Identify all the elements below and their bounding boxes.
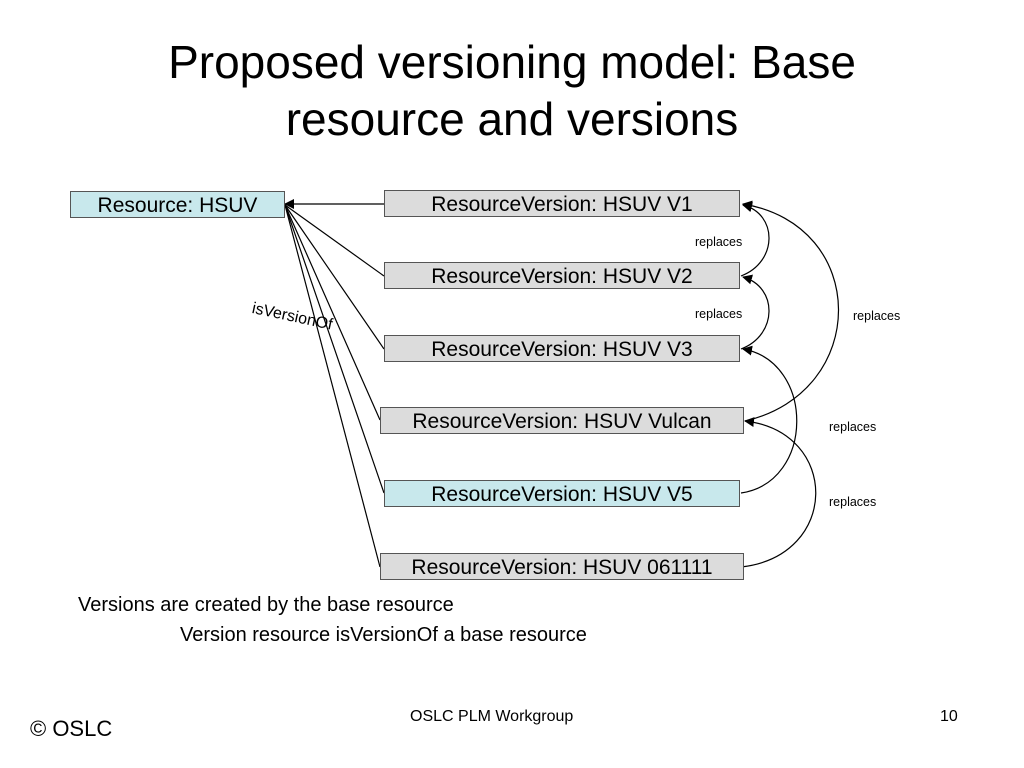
isversionof-line-061111 bbox=[284, 204, 381, 568]
isversionof-line-v3 bbox=[284, 204, 385, 350]
base-resource-box: Resource: HSUV bbox=[70, 191, 285, 218]
slide-title: Proposed versioning model: Base resource… bbox=[0, 34, 1024, 148]
version-box-v2: ResourceVersion: HSUV V2 bbox=[384, 262, 740, 289]
page-number: 10 bbox=[940, 708, 958, 725]
isversionof-line-v5 bbox=[284, 204, 385, 494]
replaces-label-vulcan-v1: replaces bbox=[853, 309, 901, 323]
replaces-arc-v2-v1 bbox=[740, 202, 770, 277]
isversionof-line-vulcan bbox=[284, 204, 381, 421]
replaces-arc-v3-v2 bbox=[740, 274, 770, 350]
version-box-v5: ResourceVersion: HSUV V5 bbox=[384, 480, 740, 507]
copyright: © OSLC bbox=[30, 716, 113, 741]
note-line-1: Versions are created by the base resourc… bbox=[78, 594, 454, 616]
footer-center: OSLC PLM Workgroup bbox=[410, 708, 574, 725]
replaces-arc-061111-vulcan bbox=[740, 417, 817, 568]
isversionof-line-v2 bbox=[284, 204, 385, 277]
replaces-label-v2-v1: replaces bbox=[695, 235, 743, 249]
version-box-v3: ResourceVersion: HSUV V3 bbox=[384, 335, 740, 362]
replaces-label-v3-v2: replaces bbox=[695, 307, 743, 321]
version-box-061111: ResourceVersion: HSUV 061111 bbox=[380, 553, 744, 580]
title-line-1: Proposed versioning model: Base bbox=[168, 36, 856, 88]
replaces-label-v5-v3: replaces bbox=[829, 420, 877, 434]
replaces-arc-v5-v3 bbox=[740, 345, 798, 494]
replaces-arc-vulcan-v1 bbox=[742, 200, 839, 422]
title-line-2: resource and versions bbox=[285, 93, 739, 145]
version-box-v1: ResourceVersion: HSUV V1 bbox=[384, 190, 740, 217]
version-box-vulcan: ResourceVersion: HSUV Vulcan bbox=[380, 407, 744, 434]
note-line-2: Version resource isVersionOf a base reso… bbox=[180, 624, 587, 646]
replaces-label-061111-vulcan: replaces bbox=[829, 495, 877, 509]
